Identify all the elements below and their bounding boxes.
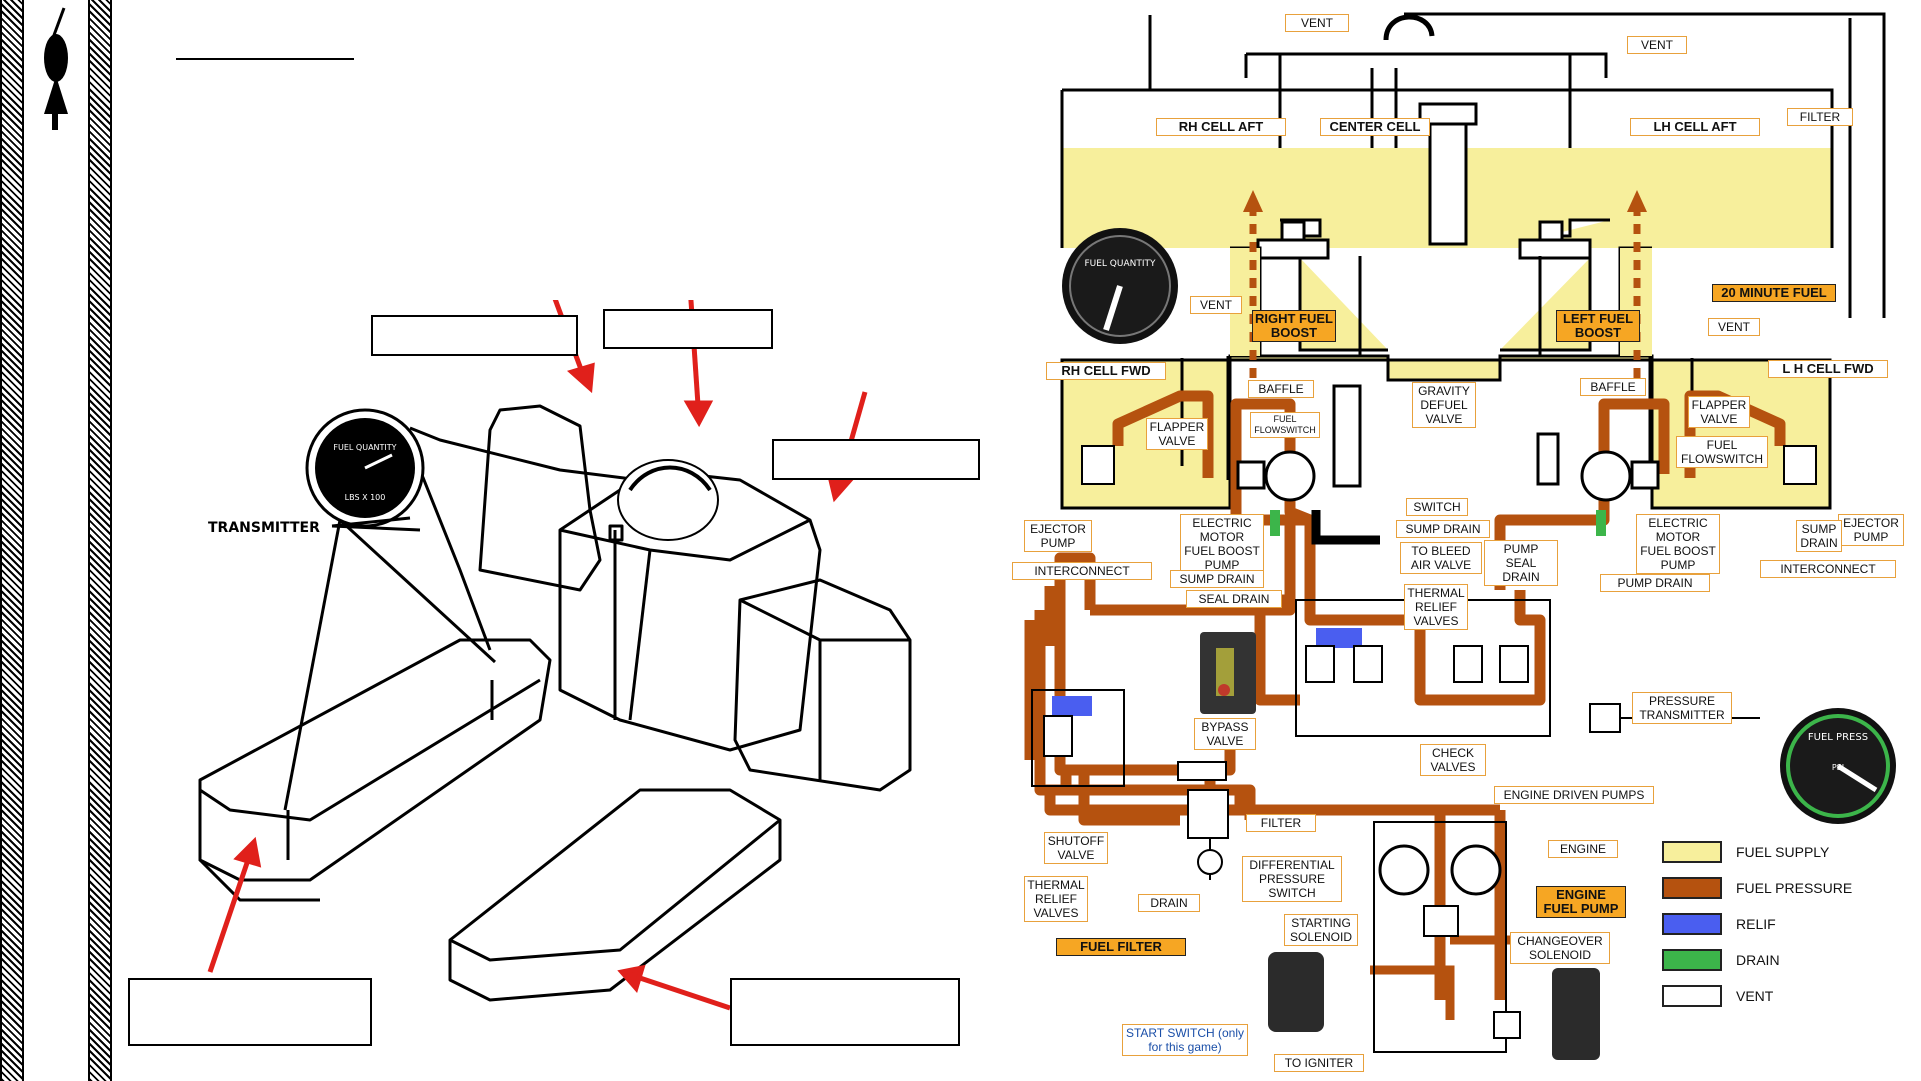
- fp-gauge-unit: PSI: [1832, 763, 1844, 772]
- legend-label: RELIF: [1736, 916, 1776, 932]
- label-20-minute-fuel: 20 MINUTE FUEL: [1712, 284, 1836, 302]
- label-box-fwd-cell: [772, 439, 980, 480]
- label-box-lh-cell: [128, 978, 372, 1046]
- label-filter-top: FILTER: [1787, 108, 1853, 126]
- label-flowswitch-r: FUEL FLOWSWITCH: [1250, 412, 1320, 438]
- fq-gauge-title: FUEL QUANTITY: [1084, 259, 1156, 269]
- legend-item: FUEL PRESSURE: [1662, 870, 1862, 906]
- label-flowswitch-l: FUEL FLOWSWITCH: [1676, 436, 1768, 468]
- label-flapper-r: FLAPPER VALVE: [1146, 418, 1208, 450]
- legend-label: FUEL SUPPLY: [1736, 844, 1830, 860]
- label-thermal-relief-l: THERMAL RELIEF VALVES: [1024, 876, 1088, 922]
- legend-item: DRAIN: [1662, 942, 1862, 978]
- label-pump-seal-drain: PUMP SEAL DRAIN: [1484, 540, 1558, 586]
- fp-gauge-title: FUEL PRESS: [1808, 732, 1868, 743]
- label-engine-fuel-pump: ENGINE FUEL PUMP: [1536, 886, 1626, 918]
- gauge-title: FUEL QUANTITY: [333, 443, 396, 452]
- label-elec-pump-r: ELECTRIC MOTOR FUEL BOOST PUMP: [1180, 514, 1264, 574]
- label-ejector-r: EJECTOR PUMP: [1024, 520, 1092, 552]
- label-switch: SWITCH: [1406, 498, 1468, 516]
- label-to-igniter: TO IGNITER: [1274, 1054, 1364, 1072]
- label-shutoff: SHUTOFF VALVE: [1044, 832, 1108, 864]
- label-changeover: CHANGEOVER SOLENOID: [1510, 932, 1610, 964]
- label-engine-driven-pumps: ENGINE DRIVEN PUMPS: [1494, 786, 1654, 804]
- label-left-fuel-boost: LEFT FUEL BOOST: [1556, 310, 1640, 342]
- label-sump-drain-l: SUMP DRAIN: [1170, 570, 1264, 588]
- label-to-bleed: TO BLEED AIR VALVE: [1400, 542, 1482, 574]
- legend-swatch: [1662, 877, 1722, 899]
- label-sump-drain-c: SUMP DRAIN: [1396, 520, 1490, 538]
- label-ejector-l: EJECTOR PUMP: [1838, 514, 1904, 546]
- label-center-cell: CENTER CELL: [1320, 118, 1430, 136]
- color-legend: FUEL SUPPLY FUEL PRESSURE RELIF DRAIN VENT: [1662, 834, 1862, 1014]
- label-interconnect-l: INTERCONNECT: [1760, 560, 1896, 578]
- label-filter: FILTER: [1246, 814, 1316, 832]
- label-pressure-transmitter: PRESSURE TRANSMITTER: [1632, 692, 1732, 724]
- label-start-switch: START SWITCH (only for this game): [1122, 1024, 1248, 1056]
- legend-swatch: [1662, 985, 1722, 1007]
- legend-label: FUEL PRESSURE: [1736, 880, 1853, 896]
- label-bypass: BYPASS VALVE: [1194, 718, 1256, 750]
- label-gravity-defuel: GRAVITY DEFUEL VALVE: [1412, 382, 1476, 428]
- helicopter-logo-icon: [44, 7, 68, 130]
- legend-item: VENT: [1662, 978, 1862, 1014]
- label-engine: ENGINE: [1548, 840, 1618, 858]
- label-interconnect-r: INTERCONNECT: [1012, 562, 1152, 580]
- gauge-unit: LBS X 100: [345, 493, 386, 502]
- label-box-rear-cell: [371, 315, 578, 356]
- left-border-strip-inner: [88, 0, 112, 1081]
- label-fuel-filter: FUEL FILTER: [1056, 938, 1186, 956]
- label-rh-cell-fwd: RH CELL FWD: [1046, 362, 1166, 380]
- label-lh-cell-aft: LH CELL AFT: [1630, 118, 1760, 136]
- legend-label: VENT: [1736, 988, 1774, 1004]
- label-seal-drain: SEAL DRAIN: [1186, 590, 1282, 608]
- label-sump-drain-r: SUMP DRAIN: [1796, 520, 1842, 552]
- label-flapper-l: FLAPPER VALVE: [1688, 396, 1750, 428]
- legend-label: DRAIN: [1736, 952, 1780, 968]
- label-lh-cell-fwd: L H CELL FWD: [1768, 360, 1888, 378]
- label-vent-top: VENT: [1285, 14, 1349, 32]
- label-baffle-r: BAFFLE: [1248, 380, 1314, 398]
- label-box-center-cell: [603, 309, 773, 349]
- label-check-valves: CHECK VALVES: [1420, 744, 1486, 776]
- legend-item: RELIF: [1662, 906, 1862, 942]
- left-border-strip: [0, 0, 24, 1081]
- label-baffle-l: BAFFLE: [1580, 378, 1646, 396]
- fuel-cells-illustration: FUEL QUANTITY LBS X 100 TRANSMITTER: [198, 300, 912, 1011]
- label-box-bottom-cell: [730, 978, 960, 1046]
- label-vent-lh: VENT: [1708, 318, 1760, 336]
- label-vent-rh: VENT: [1190, 296, 1242, 314]
- label-starting-solenoid: STARTING SOLENOID: [1284, 914, 1358, 946]
- title-underline: [176, 58, 354, 60]
- label-elec-pump-l: ELECTRIC MOTOR FUEL BOOST PUMP: [1636, 514, 1720, 574]
- legend-swatch: [1662, 913, 1722, 935]
- transmitter-label: TRANSMITTER: [208, 520, 320, 536]
- label-right-fuel-boost: RIGHT FUEL BOOST: [1252, 310, 1336, 342]
- label-pump-drain: PUMP DRAIN: [1600, 574, 1710, 592]
- legend-swatch: [1662, 949, 1722, 971]
- label-rh-cell-aft: RH CELL AFT: [1156, 118, 1286, 136]
- label-drain: DRAIN: [1138, 894, 1200, 912]
- legend-swatch: [1662, 841, 1722, 863]
- label-thermal-relief-c: THERMAL RELIEF VALVES: [1404, 584, 1468, 630]
- label-diff-pressure: DIFFERENTIAL PRESSURE SWITCH: [1242, 856, 1342, 902]
- legend-item: FUEL SUPPLY: [1662, 834, 1862, 870]
- label-vent-right: VENT: [1627, 36, 1687, 54]
